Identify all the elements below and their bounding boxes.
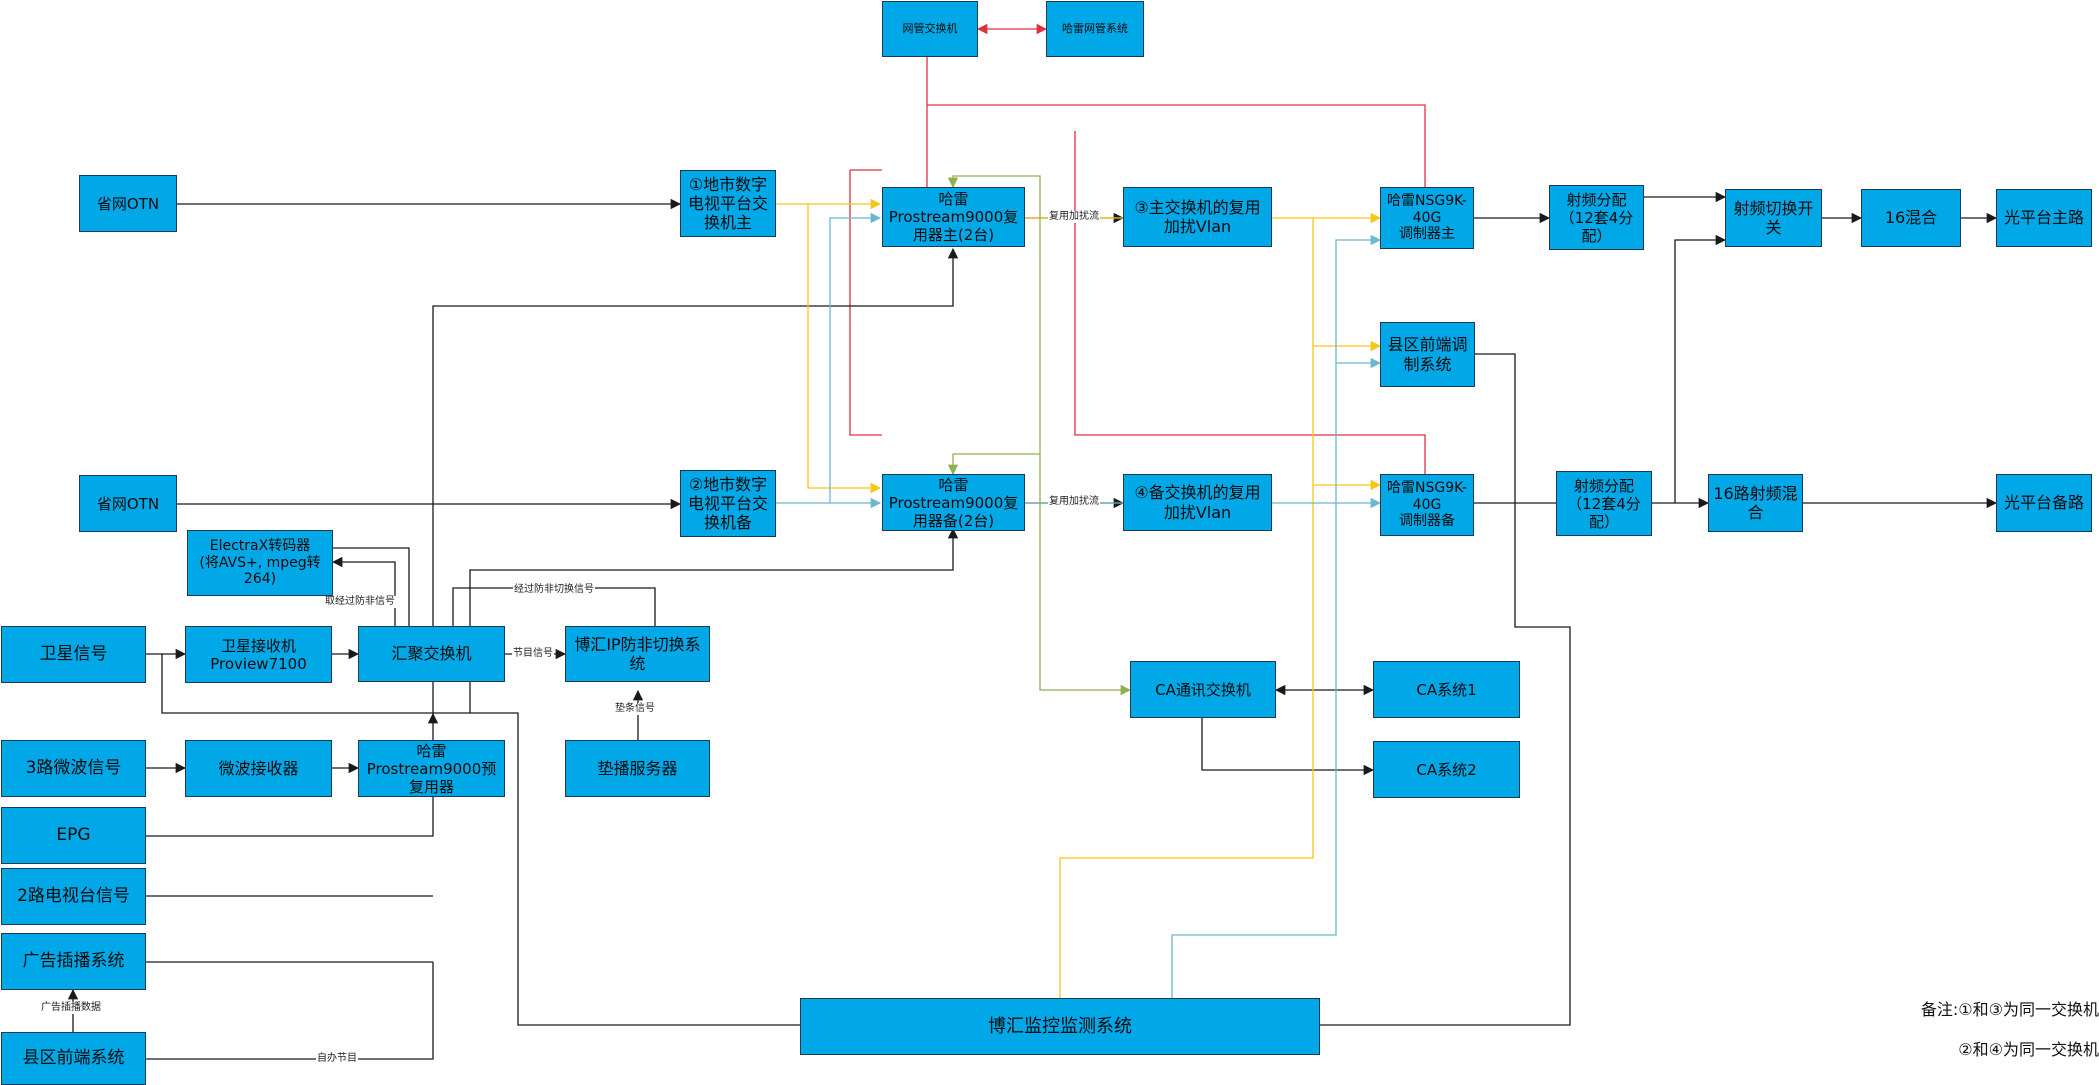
modulator-backup-box[interactable]: 哈雷NSG9K-40G 调制器备	[1380, 474, 1474, 536]
otn-box-2[interactable]: 省网OTN	[79, 475, 177, 532]
signal-lines	[67, 191, 1998, 1060]
monitor-system-box[interactable]: 博汇监控监测系统	[800, 998, 1320, 1055]
mux-main-box[interactable]: 哈雷Prostream9000复用器主(2台)	[882, 187, 1025, 247]
county-frontend-box[interactable]: 县区前端系统	[1, 1032, 146, 1085]
rf-split-box-1[interactable]: 射频分配 （12套4分配）	[1549, 185, 1644, 250]
main-stream-lines	[773, 198, 1382, 998]
bohui-ip-switch-box[interactable]: 博汇IP防非切换系统	[565, 626, 710, 682]
program-signal-label: 节目信号	[512, 648, 554, 660]
rf-mix-16-box[interactable]: 16路射频混合	[1708, 474, 1803, 532]
mux-scramble-label-1: 复用加扰流	[1048, 211, 1100, 223]
filler-signal-label: 垫条信号	[614, 703, 656, 715]
aggregation-switch-box[interactable]: 汇聚交换机	[358, 626, 505, 682]
satellite-receiver-box[interactable]: 卫星接收机 Proview7100	[185, 626, 332, 683]
own-program-label: 自办节目	[316, 1053, 358, 1065]
nms-system-box[interactable]: 哈雷网管系统	[1046, 1, 1144, 57]
ca-switch-box[interactable]: CA通讯交换机	[1130, 661, 1276, 718]
via-anti-illegal-switch-label: 经过防非切换信号	[513, 584, 595, 596]
ca-lines	[947, 175, 1132, 696]
remark-line-2: ②和④为同一交换机	[1958, 1040, 2099, 1059]
pre-mux-box[interactable]: 哈雷Prostream9000预复用器	[358, 740, 505, 797]
city-switch-main-box[interactable]: ①地市数字电视平台交换机主	[680, 170, 776, 237]
satellite-signal-box[interactable]: 卫星信号	[1, 626, 146, 683]
mix-16-box[interactable]: 16混合	[1861, 189, 1961, 247]
optical-main-box[interactable]: 光平台主路	[1996, 189, 2092, 247]
otn-box-1[interactable]: 省网OTN	[79, 175, 177, 232]
microwave-receiver-box[interactable]: 微波接收器	[185, 740, 332, 797]
mux-scramble-label-2: 复用加扰流	[1048, 496, 1100, 508]
ca-system-1-box[interactable]: CA系统1	[1373, 661, 1520, 718]
nms-switch-box[interactable]: 网管交换机	[882, 1, 978, 57]
backup-switch-vlan-box[interactable]: ④备交换机的复用加扰Vlan	[1123, 474, 1272, 531]
rf-switch-box[interactable]: 射频切换开关	[1725, 189, 1822, 247]
main-switch-vlan-box[interactable]: ③主交换机的复用加扰Vlan	[1123, 187, 1272, 247]
ad-insert-box[interactable]: 广告插播系统	[1, 933, 146, 990]
ad-insert-data-label: 广告插播数据	[40, 1002, 102, 1014]
electrax-transcoder-box[interactable]: ElectraX转码器 (将AVS+, mpeg转264)	[187, 530, 333, 596]
tv-signal-box[interactable]: 2路电视台信号	[1, 868, 146, 925]
backup-stream-lines	[773, 212, 1382, 998]
optical-backup-box[interactable]: 光平台备路	[1996, 474, 2092, 532]
microwave-signal-box[interactable]: 3路微波信号	[1, 740, 146, 797]
insert-server-box[interactable]: 垫播服务器	[565, 740, 710, 797]
epg-box[interactable]: EPG	[1, 807, 146, 864]
ca-system-2-box[interactable]: CA系统2	[1373, 741, 1520, 798]
remark-prefix: 备注:	[1920, 1000, 1959, 1019]
city-switch-backup-box[interactable]: ②地市数字电视平台交换机备	[680, 470, 776, 537]
modulator-main-box[interactable]: 哈雷NSG9K-40G 调制器主	[1380, 187, 1474, 249]
remark-note: 备注:①和③为同一交换机 ②和④为同一交换机	[1839, 980, 2099, 1060]
rf-split-box-2[interactable]: 射频分配 （12套4分配）	[1556, 471, 1652, 536]
county-modulation-box[interactable]: 县区前端调制系统	[1380, 322, 1475, 387]
mux-backup-box[interactable]: 哈雷Prostream9000复用器备(2台)	[882, 474, 1025, 531]
remark-line-1: ①和③为同一交换机	[1958, 1000, 2099, 1019]
after-anti-illegal-label: 取经过防非信号	[324, 596, 396, 608]
nms-lines	[849, 23, 1426, 474]
